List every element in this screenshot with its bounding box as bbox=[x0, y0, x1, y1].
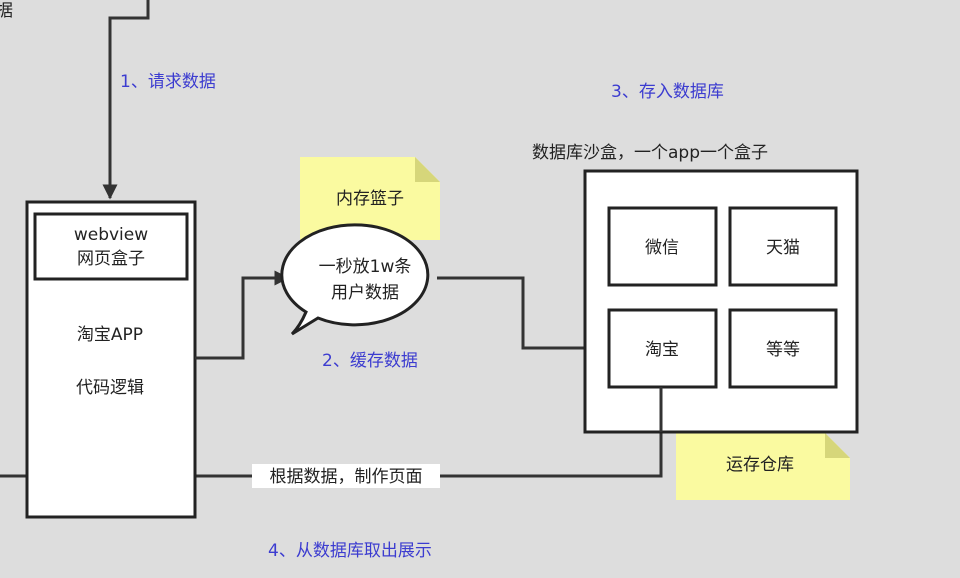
sandbox-wechat bbox=[607, 206, 718, 287]
sandbox-app-label: 等等 bbox=[766, 340, 800, 360]
storage-note bbox=[676, 433, 850, 500]
step4-label: 4、从数据库取出展示 bbox=[268, 541, 432, 561]
code-logic-label: 代码逻辑 bbox=[76, 378, 144, 398]
sandbox-app-label: 天猫 bbox=[766, 238, 800, 258]
bubble-line2: 用户数据 bbox=[331, 283, 399, 303]
cache-arrow bbox=[195, 270, 290, 360]
request-arrow bbox=[102, 0, 150, 200]
store-arrow bbox=[437, 276, 608, 356]
note-fold-icon bbox=[415, 157, 440, 182]
bubble-line1: 一秒放1w条 bbox=[319, 257, 412, 277]
memory-note bbox=[300, 157, 440, 240]
step1-label: 1、请求数据 bbox=[120, 72, 216, 92]
step3-label: 3、存入数据库 bbox=[611, 82, 724, 102]
app-name-label: 淘宝APP bbox=[77, 325, 143, 345]
speech-bubble bbox=[280, 223, 430, 336]
step2-label: 2、缓存数据 bbox=[322, 351, 418, 371]
note-fold-icon bbox=[825, 433, 850, 458]
webview-box bbox=[33, 212, 189, 281]
render-label-bg bbox=[252, 464, 440, 488]
sandbox-taobao bbox=[607, 308, 718, 389]
webview-label: webview bbox=[74, 225, 148, 245]
memory-note-label: 内存篮子 bbox=[336, 189, 404, 209]
webview-sublabel: 网页盒子 bbox=[77, 249, 145, 269]
sandbox-app-label: 淘宝 bbox=[645, 340, 679, 360]
storage-note-label: 运存仓库 bbox=[726, 455, 794, 475]
sandbox-app-label: 微信 bbox=[645, 238, 679, 258]
sandbox-label: 数据库沙盒，一个app一个盒子 bbox=[532, 143, 768, 163]
sandbox-tmall bbox=[728, 206, 838, 287]
sandbox-others bbox=[728, 308, 838, 389]
partial-label: 据 bbox=[0, 1, 13, 21]
render-label: 根据数据，制作页面 bbox=[270, 467, 423, 487]
